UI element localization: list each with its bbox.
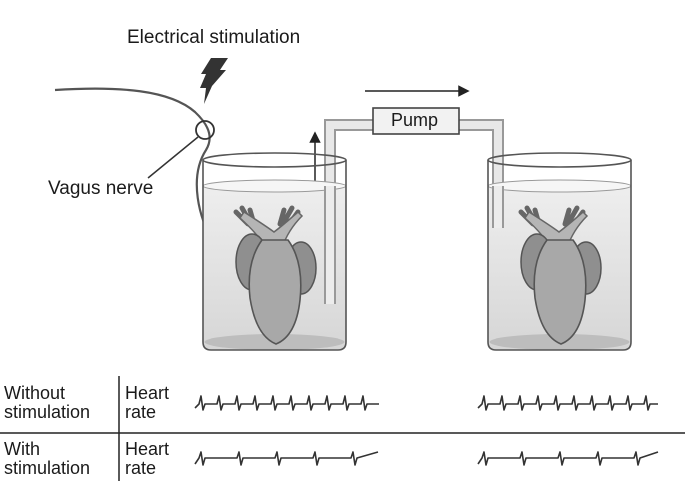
lightning-bolt-icon [200, 58, 228, 104]
trace-without-stimulation-right [477, 395, 658, 411]
trace-with-stimulation-right [477, 451, 659, 466]
row-without-stimulation-condition: Without stimulation [4, 383, 91, 422]
vagus-pointer-line [147, 136, 199, 179]
vagus-nerve-label: Vagus nerve [48, 178, 154, 199]
row-without-stimulation-measure: Heart rate [125, 383, 170, 422]
heart-left [233, 205, 317, 345]
row-with-stimulation-condition: With stimulation [4, 439, 91, 478]
row-with-stimulation-measure: Heart rate [125, 439, 170, 478]
stimulation-electrode-icon [195, 120, 215, 140]
electrical-stimulation-label: Electrical stimulation [127, 27, 301, 48]
pump-label: Pump [391, 110, 439, 130]
tube-ends [324, 186, 504, 304]
trace-with-stimulation-left [194, 451, 379, 466]
pump-box [372, 107, 460, 135]
heart-rate-traces [194, 395, 659, 466]
trace-without-stimulation-left [194, 395, 379, 411]
pump-tubing [324, 119, 504, 302]
